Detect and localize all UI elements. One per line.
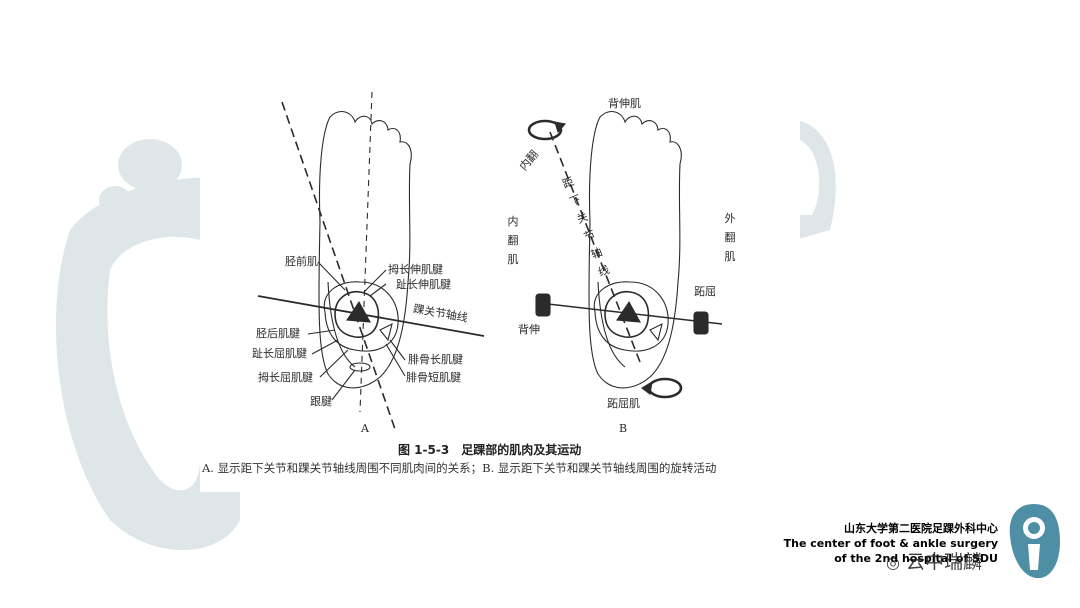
label-evertors: 外翻肌: [724, 212, 736, 263]
label-fhl-tendon: 拇长屈肌腱: [258, 371, 313, 384]
foot-a-sole-line: [327, 281, 356, 368]
rotation-arrow-inversion: [527, 119, 567, 141]
foot-a-outline: [318, 111, 412, 389]
hospital-logo-icon: [1009, 504, 1060, 579]
rotation-arrow-plantarflexion: [641, 377, 683, 399]
subtalar-axis-line-a: [281, 101, 397, 433]
footer-organization: 山东大学第二医院足踝外科中心 The center of foot & ankl…: [784, 521, 998, 566]
org-name-english-line2: of the 2nd hospital of SDU: [834, 552, 998, 565]
label-peroneus-longus-tendon: 腓骨长肌腱: [408, 353, 463, 366]
foot-diagram: [257, 91, 723, 433]
ankle-section-b: [593, 281, 669, 352]
label-edl-tendon: 趾长伸肌腱: [396, 278, 451, 291]
label-achilles-tendon: 跟腱: [310, 395, 332, 408]
vertical-axis-line-a: [359, 91, 373, 413]
label-ehl-tendon: 拇长伸肌腱: [388, 263, 443, 276]
watermark: ◎ 云中瑞麟: [886, 547, 982, 574]
anatomy-figure: 胫前肌 拇长伸肌腱 趾长伸肌腱 踝关节轴线 胫后肌腱 趾长屈肌腱 拇长屈肌腱 跟…: [200, 91, 800, 492]
rotation-arrow-dorsiflexion: [535, 293, 551, 317]
label-fdl-tendon: 趾长屈肌腱: [252, 347, 307, 360]
label-plantarflexors: 跖屈肌: [607, 397, 640, 410]
figure-caption-title: 图 1-5-3 足踝部的肌肉及其运动: [398, 443, 582, 457]
label-dorsiflexion: 背伸: [518, 323, 540, 336]
figure-caption-body: A. 显示距下关节和踝关节轴线周围不同肌肉间的关系；B. 显示距下关节和踝关节轴…: [202, 461, 717, 475]
foot-b-outline: [588, 111, 682, 389]
label-plantarflexion: 跖屈: [694, 285, 716, 298]
org-name-english-line1: The center of foot & ankle surgery: [783, 537, 998, 550]
label-tibialis-posterior-tendon: 胫后肌腱: [256, 327, 300, 340]
rotation-arrow-plantarflexion-axis: [693, 311, 709, 335]
watermark-text: 云中瑞麟: [906, 551, 983, 573]
org-name-chinese: 山东大学第二医院足踝外科中心: [844, 522, 998, 535]
panel-letter-a: A: [361, 422, 369, 435]
wechat-icon: ◎: [886, 553, 900, 572]
label-tibialis-anterior: 胫前肌: [285, 255, 318, 268]
label-dorsiflexors: 背伸肌: [608, 97, 641, 110]
ankle-section-a: [323, 281, 399, 352]
ankle-axis-line-b: [547, 303, 723, 325]
ankle-axis-line-a: [257, 295, 485, 337]
panel-letter-b: B: [619, 422, 628, 435]
label-invertors: 内翻肌: [507, 215, 519, 266]
label-peroneus-brevis-tendon: 腓骨短肌腱: [406, 371, 461, 384]
